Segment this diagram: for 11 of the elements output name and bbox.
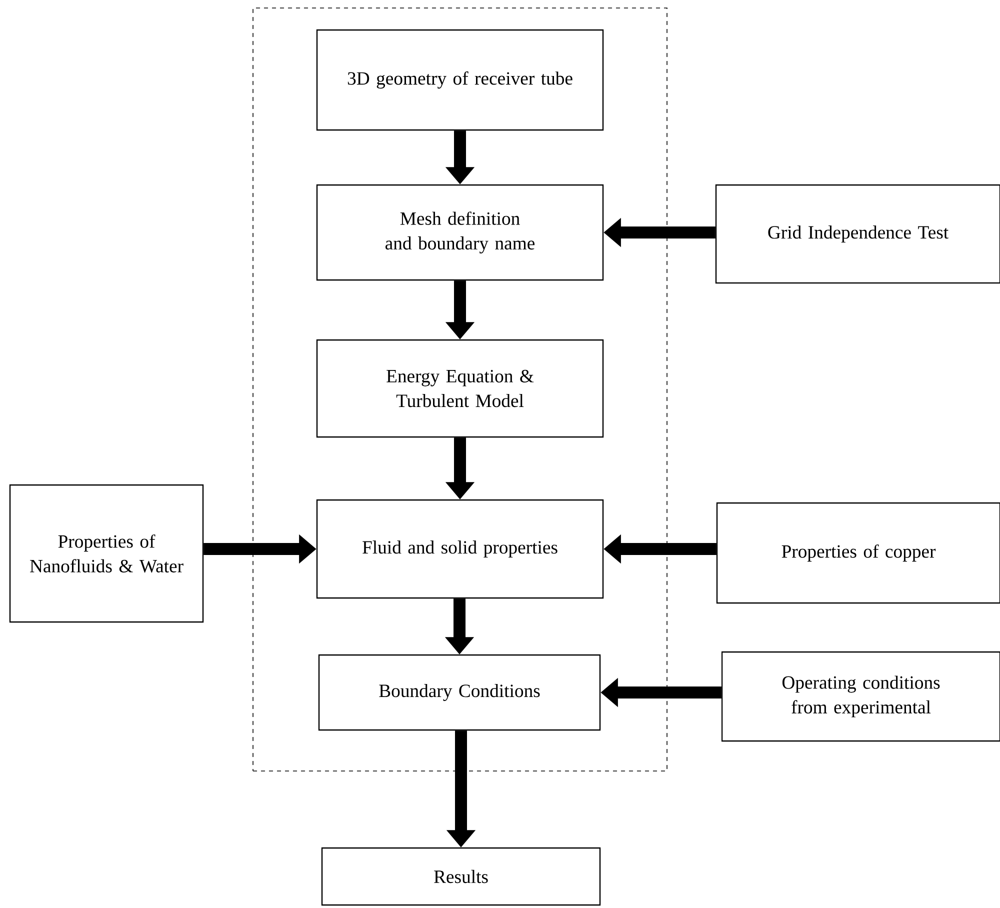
process-box: Results — [321, 847, 601, 906]
process-box: Properties of Nanofluids & Water — [9, 484, 204, 623]
process-box: Boundary Conditions — [318, 654, 601, 731]
process-box: Energy Equation & Turbulent Model — [316, 339, 604, 438]
process-box: 3D geometry of receiver tube — [316, 29, 604, 131]
process-box: Mesh definition and boundary name — [316, 184, 604, 281]
process-box: Grid Independence Test — [715, 184, 1000, 284]
dashed-boundary — [252, 8, 668, 772]
process-box: Fluid and solid properties — [316, 499, 604, 599]
process-box: Properties of copper — [716, 502, 1000, 604]
process-box: Operating conditions from experimental — [721, 651, 1000, 742]
